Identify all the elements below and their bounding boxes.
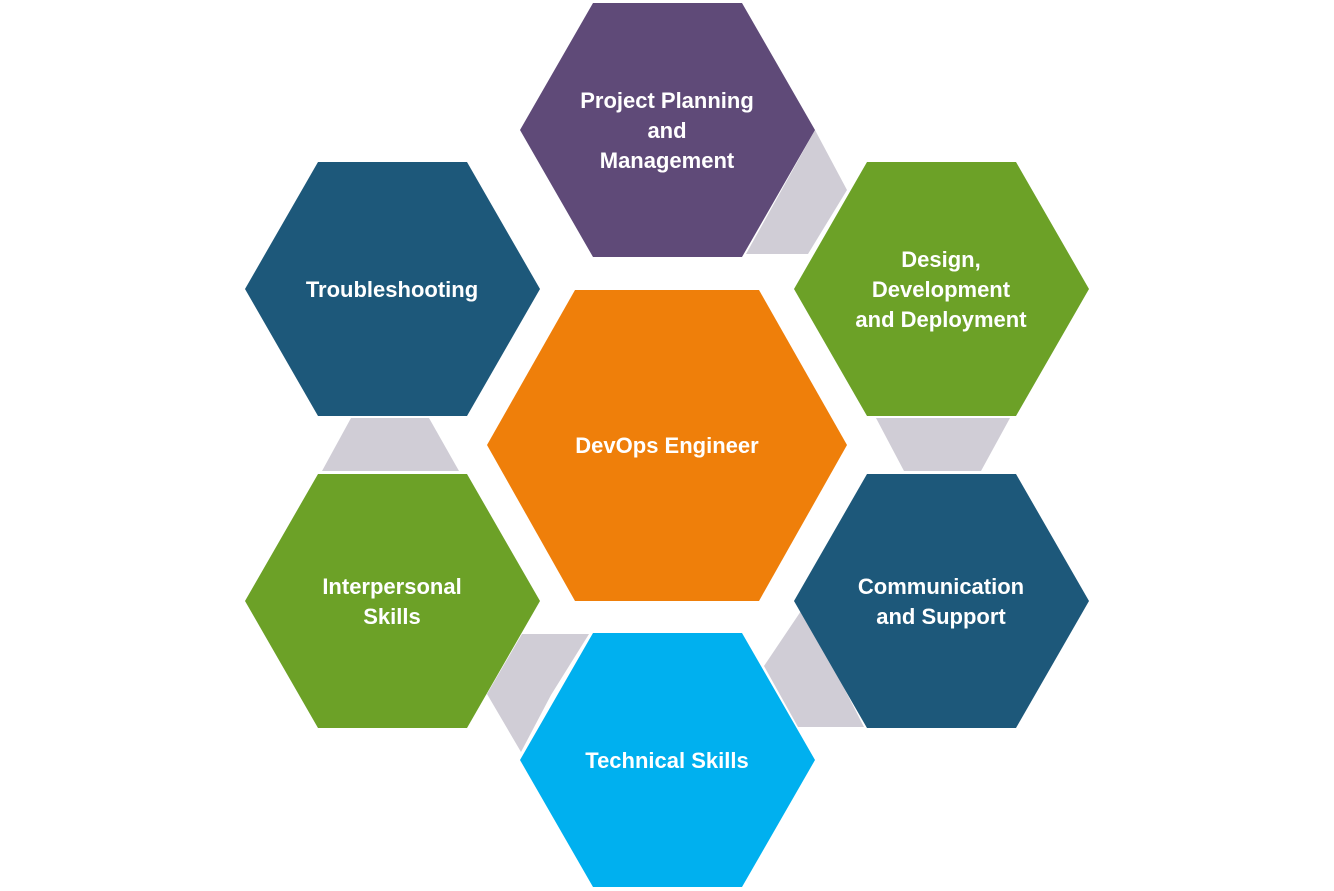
hex-label-line: Skills bbox=[363, 604, 420, 629]
hex-label-line: and Deployment bbox=[855, 307, 1027, 332]
hex-label-line: Management bbox=[600, 148, 735, 173]
hex-center-devops-engineer: DevOps Engineer bbox=[487, 290, 847, 601]
hex-shape bbox=[794, 474, 1089, 728]
hex-label-line: and bbox=[647, 118, 686, 143]
hex-design-development: Design, Development and Deployment bbox=[794, 162, 1089, 416]
hex-label-line: Design, bbox=[901, 247, 980, 272]
hex-label-line: and Support bbox=[876, 604, 1006, 629]
connector-technical-interpersonal bbox=[487, 634, 589, 752]
hex-shape bbox=[520, 633, 815, 887]
hex-label: DevOps Engineer bbox=[575, 433, 759, 458]
connectors bbox=[322, 130, 1010, 752]
hex-label: Troubleshooting bbox=[306, 277, 478, 302]
hex-label: Technical Skills bbox=[585, 748, 748, 773]
hex-shape bbox=[245, 162, 540, 416]
hex-shape bbox=[487, 290, 847, 601]
hex-label-line: Communication bbox=[858, 574, 1024, 599]
connector-design-communication bbox=[876, 418, 1010, 471]
hex-shape bbox=[520, 3, 815, 257]
hex-label-line: Troubleshooting bbox=[306, 277, 478, 302]
hex-label-line: Technical Skills bbox=[585, 748, 748, 773]
connector-communication-technical bbox=[764, 608, 864, 727]
hex-troubleshooting: Troubleshooting bbox=[245, 162, 540, 416]
connector-interpersonal-troubleshooting bbox=[322, 418, 459, 471]
hex-shape bbox=[794, 162, 1089, 416]
hex-label-line: Interpersonal bbox=[322, 574, 461, 599]
hex-label: Design, Development and Deployment bbox=[855, 247, 1027, 332]
hex-technical-skills: Technical Skills bbox=[520, 633, 815, 887]
hex-label-line: DevOps Engineer bbox=[575, 433, 759, 458]
hex-label-line: Project Planning bbox=[580, 88, 754, 113]
hex-label: Communication and Support bbox=[858, 574, 1024, 629]
connector-planning-design bbox=[746, 130, 847, 254]
hex-label-line: Development bbox=[872, 277, 1011, 302]
hex-shape bbox=[245, 474, 540, 728]
hex-communication-support: Communication and Support bbox=[794, 474, 1089, 728]
